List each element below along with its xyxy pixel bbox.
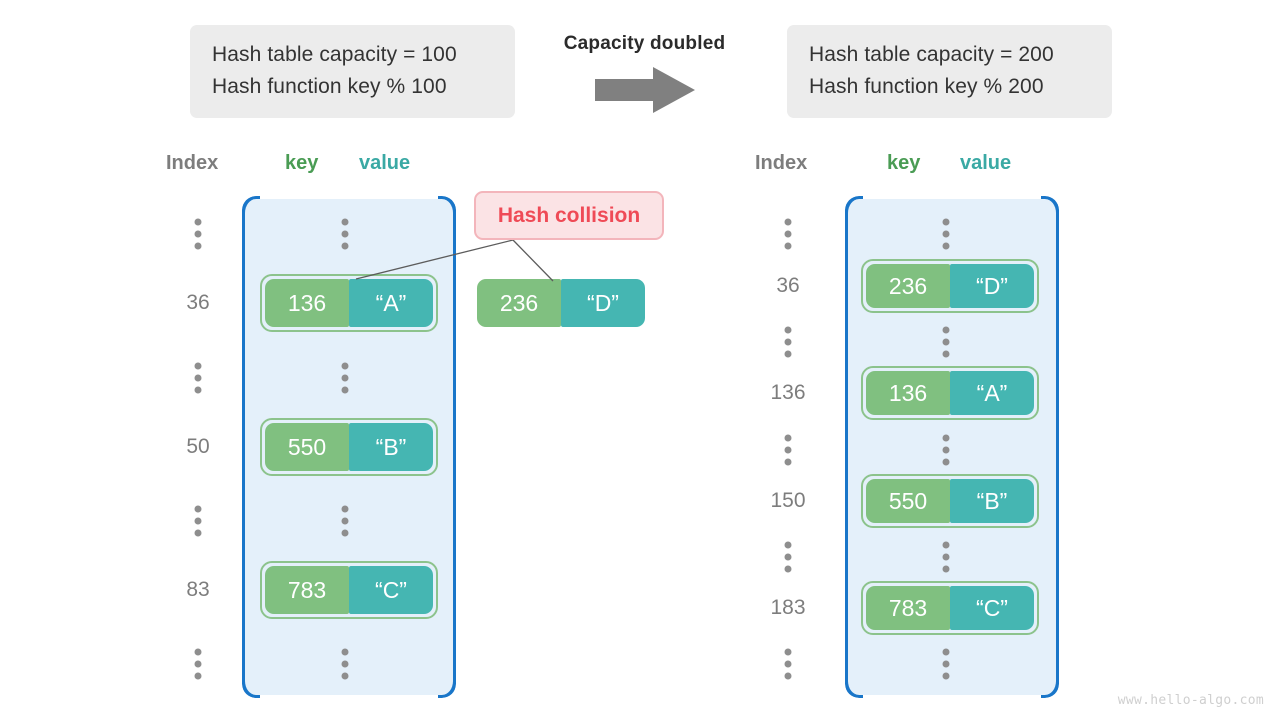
- right-entry-136-key: 136: [866, 371, 950, 415]
- detached-entry-236-key: 236: [477, 279, 561, 327]
- left-header-key: key: [285, 152, 319, 174]
- hash-collision-callout: Hash collision: [474, 191, 664, 240]
- left-entry-50-value: “B”: [349, 423, 433, 471]
- left-index-ellipsis-3: [194, 648, 202, 680]
- left-index-ellipsis-2: [194, 505, 202, 537]
- right-caption-line-1: Hash table capacity = 200: [809, 43, 1054, 66]
- left-entry-36[interactable]: 136 “A”: [260, 274, 438, 332]
- left-entry-50-key: 550: [265, 423, 349, 471]
- left-entry-83-value: “C”: [349, 566, 433, 614]
- right-index-label-183: 183: [770, 596, 806, 619]
- right-caption-line-2: Hash function key % 200: [809, 75, 1044, 98]
- left-caption-line-1: Hash table capacity = 100: [212, 43, 457, 66]
- right-index-ellipsis-0: [784, 218, 792, 250]
- right-index-label-36: 36: [776, 274, 800, 297]
- right-arrow-icon: [542, 65, 747, 120]
- detached-entry-236[interactable]: 236 “D”: [472, 274, 650, 332]
- right-index-ellipsis-1: [784, 326, 792, 358]
- right-entry-36-key: 236: [866, 264, 950, 308]
- left-index-label-36: 36: [186, 291, 210, 314]
- right-entry-150-key: 550: [866, 479, 950, 523]
- right-entry-183-value: “C”: [950, 586, 1034, 630]
- right-caption-box: Hash table capacity = 200 Hash function …: [787, 25, 1112, 118]
- hash-collision-label: Hash collision: [497, 203, 641, 227]
- right-bucket-ellipsis-0: [942, 218, 950, 250]
- right-entry-150-value: “B”: [950, 479, 1034, 523]
- left-header-index: Index: [166, 152, 219, 174]
- capacity-doubled-block: Capacity doubled: [542, 33, 747, 120]
- right-bucket-ellipsis-2: [942, 434, 950, 466]
- right-index-ellipsis-2: [784, 434, 792, 466]
- right-bucket-ellipsis-3: [942, 541, 950, 573]
- right-entry-150[interactable]: 550 “B”: [861, 474, 1039, 528]
- site-watermark: www.hello-algo.com: [1117, 693, 1264, 708]
- left-bucket-ellipsis-2: [341, 505, 349, 537]
- left-bucket-ellipsis-3: [341, 648, 349, 680]
- left-index-ellipsis-0: [194, 218, 202, 250]
- left-index-label-83: 83: [186, 578, 210, 601]
- right-index-ellipsis-4: [784, 648, 792, 680]
- right-header-key: key: [887, 152, 921, 174]
- right-header-value: value: [960, 152, 1012, 174]
- left-caption-box: Hash table capacity = 100 Hash function …: [190, 25, 515, 118]
- left-caption-line-2: Hash function key % 100: [212, 75, 447, 98]
- right-entry-136[interactable]: 136 “A”: [861, 366, 1039, 420]
- left-entry-83-key: 783: [265, 566, 349, 614]
- right-bucket-ellipsis-1: [942, 326, 950, 358]
- left-index-ellipsis-1: [194, 362, 202, 394]
- right-bucket-ellipsis-4: [942, 648, 950, 680]
- left-bucket-ellipsis-0: [341, 218, 349, 250]
- right-index-label-150: 150: [770, 489, 806, 512]
- right-entry-183[interactable]: 783 “C”: [861, 581, 1039, 635]
- left-entry-83[interactable]: 783 “C”: [260, 561, 438, 619]
- right-header-index: Index: [755, 152, 808, 174]
- right-entry-183-key: 783: [866, 586, 950, 630]
- left-entry-50[interactable]: 550 “B”: [260, 418, 438, 476]
- left-entry-36-key: 136: [265, 279, 349, 327]
- left-entry-36-value: “A”: [349, 279, 433, 327]
- right-index-label-136: 136: [770, 381, 806, 404]
- right-index-ellipsis-3: [784, 541, 792, 573]
- detached-entry-236-value: “D”: [561, 279, 645, 327]
- right-entry-136-value: “A”: [950, 371, 1034, 415]
- right-entry-36-value: “D”: [950, 264, 1034, 308]
- left-header-value: value: [359, 152, 411, 174]
- capacity-doubled-title: Capacity doubled: [563, 33, 726, 54]
- right-entry-36[interactable]: 236 “D”: [861, 259, 1039, 313]
- left-bucket-ellipsis-1: [341, 362, 349, 394]
- left-index-label-50: 50: [186, 435, 210, 458]
